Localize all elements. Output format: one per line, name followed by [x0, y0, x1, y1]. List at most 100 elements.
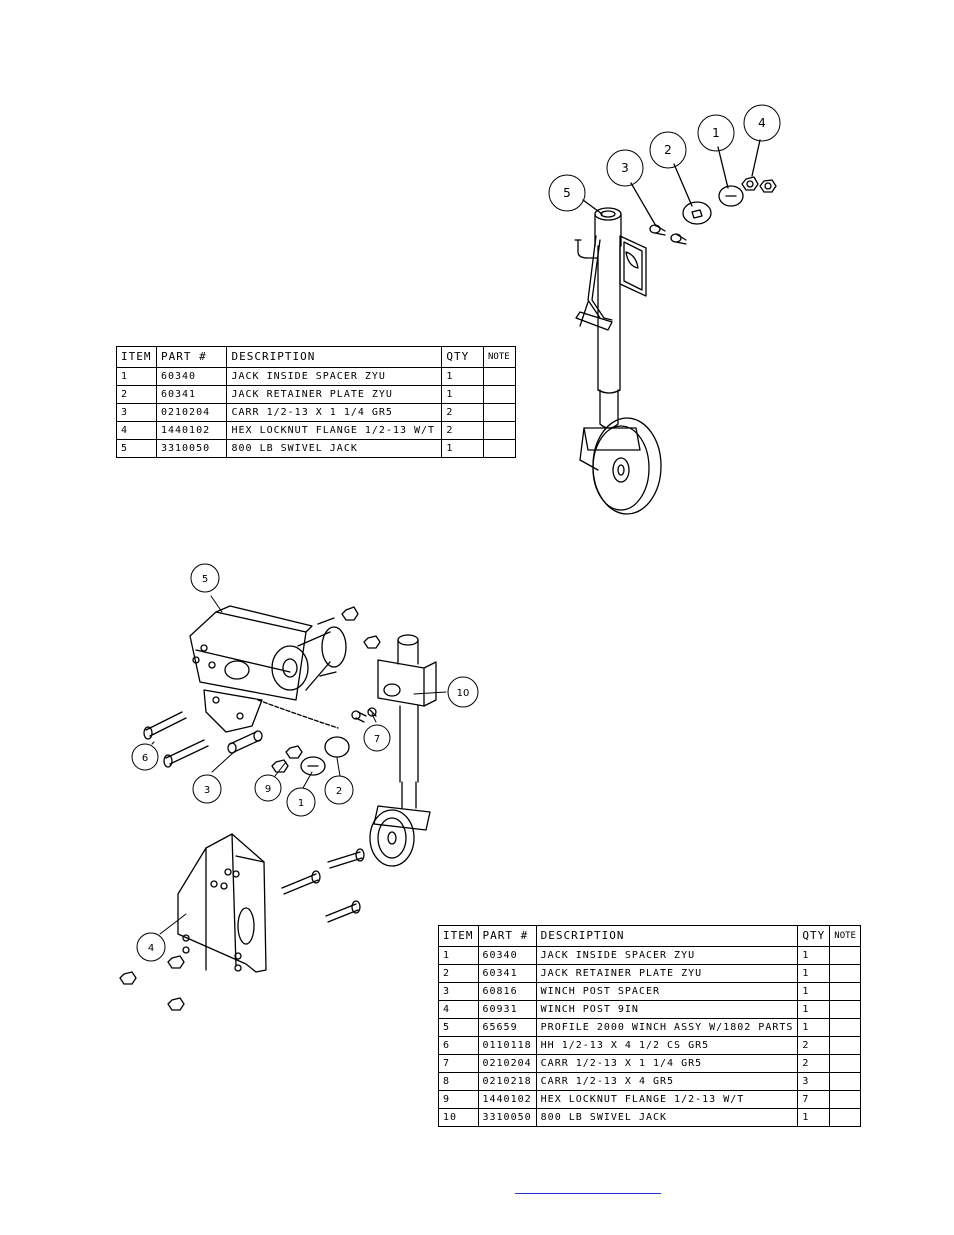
cell-note — [829, 946, 861, 965]
cell-description: HEX LOCKNUT FLANGE 1/2-13 W/T — [226, 421, 443, 440]
header-item: ITEM — [116, 346, 157, 368]
swivel-jack-bottom — [369, 634, 437, 867]
cell-item: 5 — [438, 1018, 479, 1037]
callout-labels-bottom: 5 10 7 6 3 9 1 2 4 — [142, 574, 470, 954]
cell-qty: 1 — [797, 946, 831, 965]
cell-note — [483, 367, 516, 386]
header-description: DESCRIPTION — [535, 925, 799, 947]
cell-note — [829, 1036, 861, 1055]
cell-qty: 1 — [797, 982, 831, 1001]
callout-label: 4 — [758, 116, 766, 130]
cell-note — [829, 1000, 861, 1019]
cell-note — [829, 1072, 861, 1091]
winch-assembly — [143, 605, 381, 776]
footer-link-underline[interactable] — [515, 1193, 661, 1194]
cell-description: HH 1/2-13 X 4 1/2 CS GR5 — [535, 1036, 799, 1055]
header-description: DESCRIPTION — [226, 346, 443, 368]
cell-part: 60340 — [155, 367, 228, 386]
cell-part: 1440102 — [477, 1090, 537, 1109]
cell-item: 7 — [438, 1054, 479, 1073]
cell-description: PROFILE 2000 WINCH ASSY W/1802 PARTS — [535, 1018, 799, 1037]
cell-qty: 1 — [441, 367, 485, 386]
cell-part: 60340 — [477, 946, 537, 965]
cell-qty: 1 — [797, 1018, 831, 1037]
cell-qty: 1 — [797, 1000, 831, 1019]
cell-note — [483, 439, 516, 458]
cell-item: 2 — [116, 385, 157, 404]
cell-note — [829, 1054, 861, 1073]
table-header-row: ITEM PART # DESCRIPTION QTY NOTE — [116, 346, 516, 368]
cell-qty: 1 — [797, 964, 831, 983]
callouts-top — [548, 104, 781, 212]
cell-note — [829, 1090, 861, 1109]
cell-qty: 2 — [797, 1036, 831, 1055]
cell-part: 1440102 — [155, 421, 228, 440]
callouts-bottom — [131, 563, 479, 962]
cell-item: 9 — [438, 1090, 479, 1109]
cell-item: 3 — [116, 403, 157, 422]
cell-qty: 1 — [441, 385, 485, 404]
header-part-number: PART # — [155, 346, 228, 368]
header-note: NOTE — [829, 925, 861, 947]
callout-label: 1 — [298, 798, 304, 809]
cell-qty: 7 — [797, 1090, 831, 1109]
cell-qty: 2 — [441, 421, 485, 440]
callout-label: 7 — [374, 734, 380, 745]
header-note: NOTE — [483, 346, 516, 368]
cell-description: 800 LB SWIVEL JACK — [226, 439, 443, 458]
header-part-number: PART # — [477, 925, 537, 947]
cell-part: 0210204 — [155, 403, 228, 422]
callout-label: 5 — [202, 574, 208, 585]
cell-item: 3 — [438, 982, 479, 1001]
callout-label: 3 — [204, 785, 210, 796]
cell-qty: 1 — [797, 1108, 831, 1127]
cell-note — [829, 1108, 861, 1127]
cell-item: 4 — [116, 421, 157, 440]
callout-label: 10 — [457, 688, 470, 699]
cell-item: 1 — [116, 367, 157, 386]
cell-qty: 2 — [797, 1054, 831, 1073]
cell-description: CARR 1/2-13 X 4 GR5 — [535, 1072, 799, 1091]
cell-part: 60931 — [477, 1000, 537, 1019]
cell-part: 0110118 — [477, 1036, 537, 1055]
cell-description: 800 LB SWIVEL JACK — [535, 1108, 799, 1127]
cell-item: 8 — [438, 1072, 479, 1091]
cell-qty: 1 — [441, 439, 485, 458]
header-qty: QTY — [441, 346, 485, 368]
winch-post — [119, 833, 365, 1011]
cell-qty: 3 — [797, 1072, 831, 1091]
cell-note — [483, 385, 516, 404]
callout-label: 3 — [621, 161, 629, 175]
cell-description: CARR 1/2-13 X 1 1/4 GR5 — [535, 1054, 799, 1073]
callout-label: 2 — [336, 786, 342, 797]
cell-part: 60816 — [477, 982, 537, 1001]
cell-part: 3310050 — [155, 439, 228, 458]
header-item: ITEM — [438, 925, 479, 947]
callout-label: 6 — [142, 753, 148, 764]
cell-item: 1 — [438, 946, 479, 965]
callout-label: 5 — [563, 186, 571, 200]
swivel-jack-top — [574, 139, 777, 515]
cell-description: CARR 1/2-13 X 1 1/4 GR5 — [226, 403, 443, 422]
cell-description: JACK INSIDE SPACER ZYU — [226, 367, 443, 386]
table-header-row: ITEM PART # DESCRIPTION QTY NOTE — [438, 925, 861, 947]
cell-item: 4 — [438, 1000, 479, 1019]
cell-item: 10 — [438, 1108, 479, 1127]
